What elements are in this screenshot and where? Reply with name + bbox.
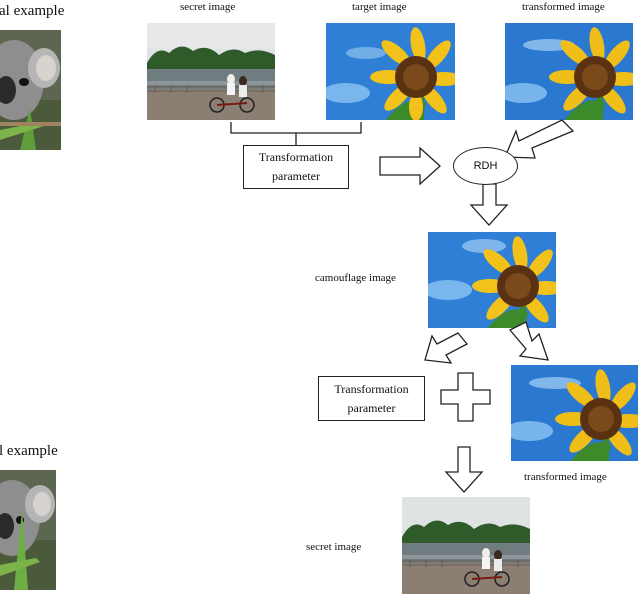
transformation-parameter-box-bottom: Transformation parameter xyxy=(318,376,425,421)
rdh-node: RDH xyxy=(453,147,518,185)
target-image-label: target image xyxy=(352,1,407,13)
koala-image-bottom xyxy=(0,470,56,590)
plus-sign xyxy=(440,372,491,422)
rdh-label: RDH xyxy=(473,160,498,172)
transformed-image-top xyxy=(505,23,633,120)
arrow-down-1 xyxy=(469,183,509,226)
koala-image-top xyxy=(0,30,61,150)
arrow-down-2 xyxy=(444,446,484,493)
secret-image-top xyxy=(147,23,275,120)
bracket-connector xyxy=(230,122,362,145)
camouflage-image xyxy=(428,232,556,328)
transformed-image-bottom xyxy=(511,365,638,461)
secret-image-label: secret image xyxy=(180,1,236,13)
arrow-right xyxy=(379,146,441,186)
secret-image-bottom xyxy=(402,497,530,594)
arrow-down-left xyxy=(424,332,469,364)
param-bottom-line2: parameter xyxy=(347,400,396,415)
transformed-image-label-bottom: transformed image xyxy=(524,471,607,483)
param-bottom-line1: Transformation xyxy=(334,381,409,396)
arrow-diagonal-to-rdh xyxy=(504,119,575,159)
transformation-parameter-box-top: Transformation parameter xyxy=(243,145,349,189)
transformed-image-label-top: transformed image xyxy=(522,1,605,13)
camouflage-image-label: camouflage image xyxy=(315,272,396,284)
left-title-top: al example xyxy=(0,3,65,19)
target-image xyxy=(326,23,455,120)
secret-image-label-bottom: secret image xyxy=(306,541,362,553)
param-top-line2: parameter xyxy=(272,169,320,183)
param-top-line1: Transformation xyxy=(258,150,334,165)
left-title-bottom: l example xyxy=(0,443,58,459)
